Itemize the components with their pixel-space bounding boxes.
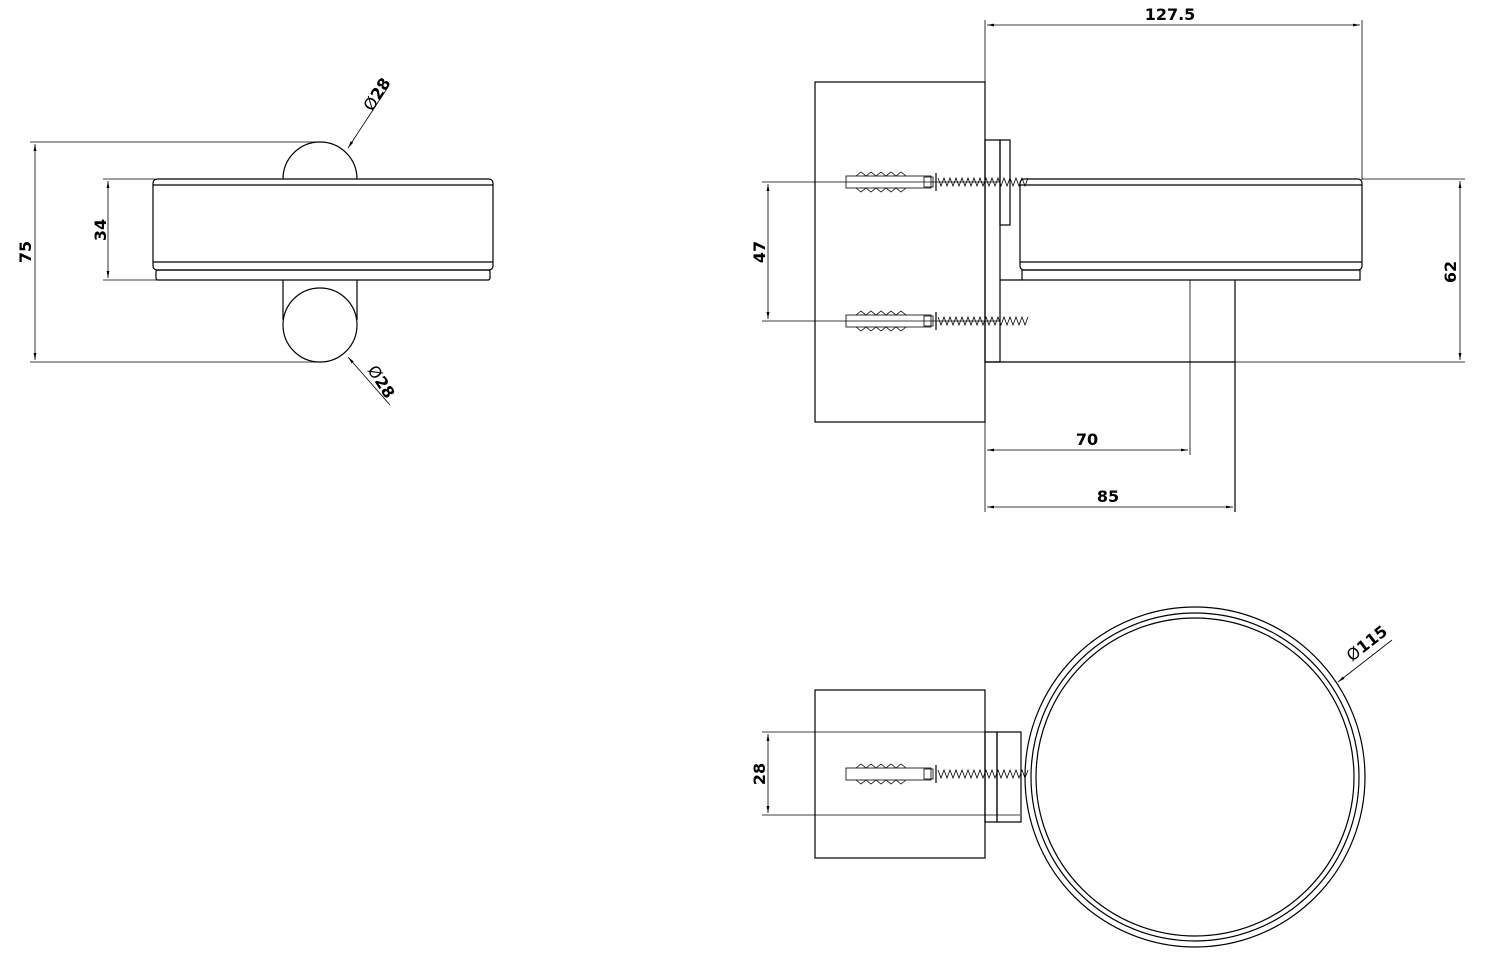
dish-outer-rim xyxy=(1024,606,1366,948)
wall-section-top xyxy=(814,689,986,859)
wall-anchor xyxy=(845,763,1029,785)
wall-bracket-bottom xyxy=(282,287,358,363)
dimension-62-label: 62 xyxy=(1441,261,1460,283)
side-view: 127.5 62 47 70 85 xyxy=(750,5,1465,512)
wall-section xyxy=(814,81,986,423)
dimension-34-label: 34 xyxy=(91,219,110,241)
dish-body-side xyxy=(1019,178,1363,271)
front-view: 75 34 Ø 28 Ø 28 xyxy=(16,74,494,406)
dimension-85-label: 85 xyxy=(1097,487,1119,506)
wall-bracket-top xyxy=(282,141,358,180)
dimension-75-label: 75 xyxy=(16,241,35,263)
dimension-28-label: 28 xyxy=(750,763,769,785)
dimension-47-label: 47 xyxy=(750,241,769,263)
dimension-127-5-label: 127.5 xyxy=(1145,5,1196,24)
top-view: 28 Ø 115 xyxy=(750,606,1393,948)
dish-body xyxy=(152,178,494,271)
dimension-70-label: 70 xyxy=(1076,430,1098,449)
